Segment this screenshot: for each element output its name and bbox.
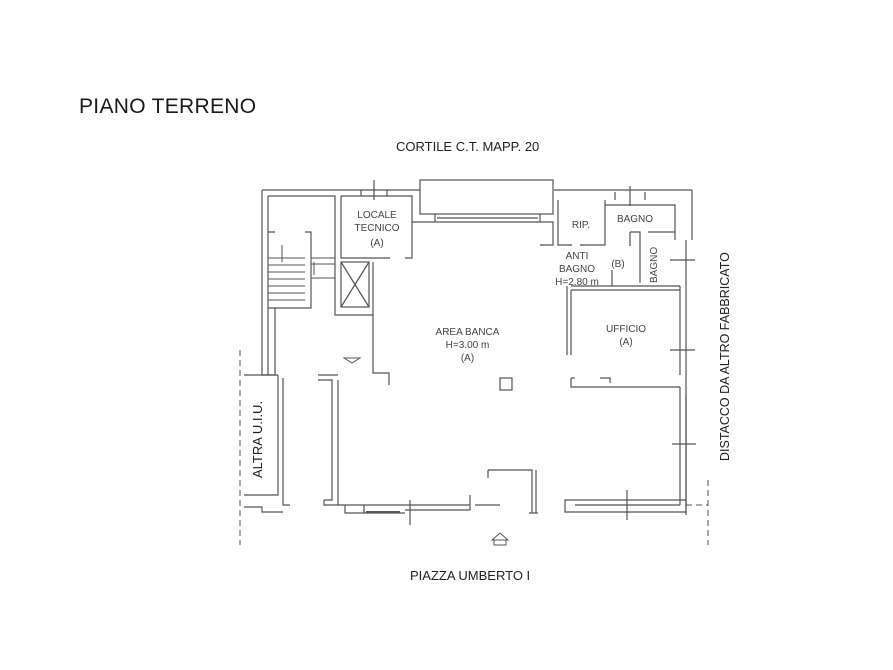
room-label-line2: BAGNO [558, 264, 596, 275]
room-label-line1: BAGNO [616, 214, 654, 225]
room-rip: RIP. [566, 219, 596, 232]
room-bagno-top: BAGNO [610, 213, 660, 226]
room-label-line3: H=2.80 m [555, 277, 599, 288]
room-label-line2: TECNICO [354, 223, 400, 234]
room-label-line1: BAGNO [649, 246, 660, 283]
room-anti-bagno: ANTI BAGNO H=2.80 m [546, 250, 608, 289]
room-label-line1: ANTI [565, 251, 589, 262]
room-label-line1: UFFICIO [606, 324, 646, 335]
room-label-line3: (A) [460, 353, 475, 364]
bottom-street-label: PIAZZA UMBERTO I [410, 568, 531, 583]
room-bagno-side: BAGNO [648, 247, 661, 283]
room-label-line1: (B) [611, 259, 625, 270]
room-label-line1: AREA BANCA [435, 327, 500, 338]
room-locale-tecnico: LOCALE TECNICO (A) [344, 209, 410, 250]
top-street-label: CORTILE C.T. MAPP. 20 [396, 139, 540, 154]
room-ufficio: UFFICIO (A) [595, 323, 657, 349]
room-label-line2: (A) [619, 337, 633, 348]
room-label-line1: LOCALE [357, 210, 397, 221]
room-label-line3: (A) [370, 238, 384, 249]
room-area-banca: AREA BANCA H=3.00 m (A) [420, 326, 515, 365]
room-zone-b: (B) [605, 258, 631, 271]
room-label-line1: RIP. [571, 220, 591, 231]
plan-title: PIANO TERRENO [79, 95, 257, 118]
room-label-line2: H=3.00 m [445, 340, 490, 351]
